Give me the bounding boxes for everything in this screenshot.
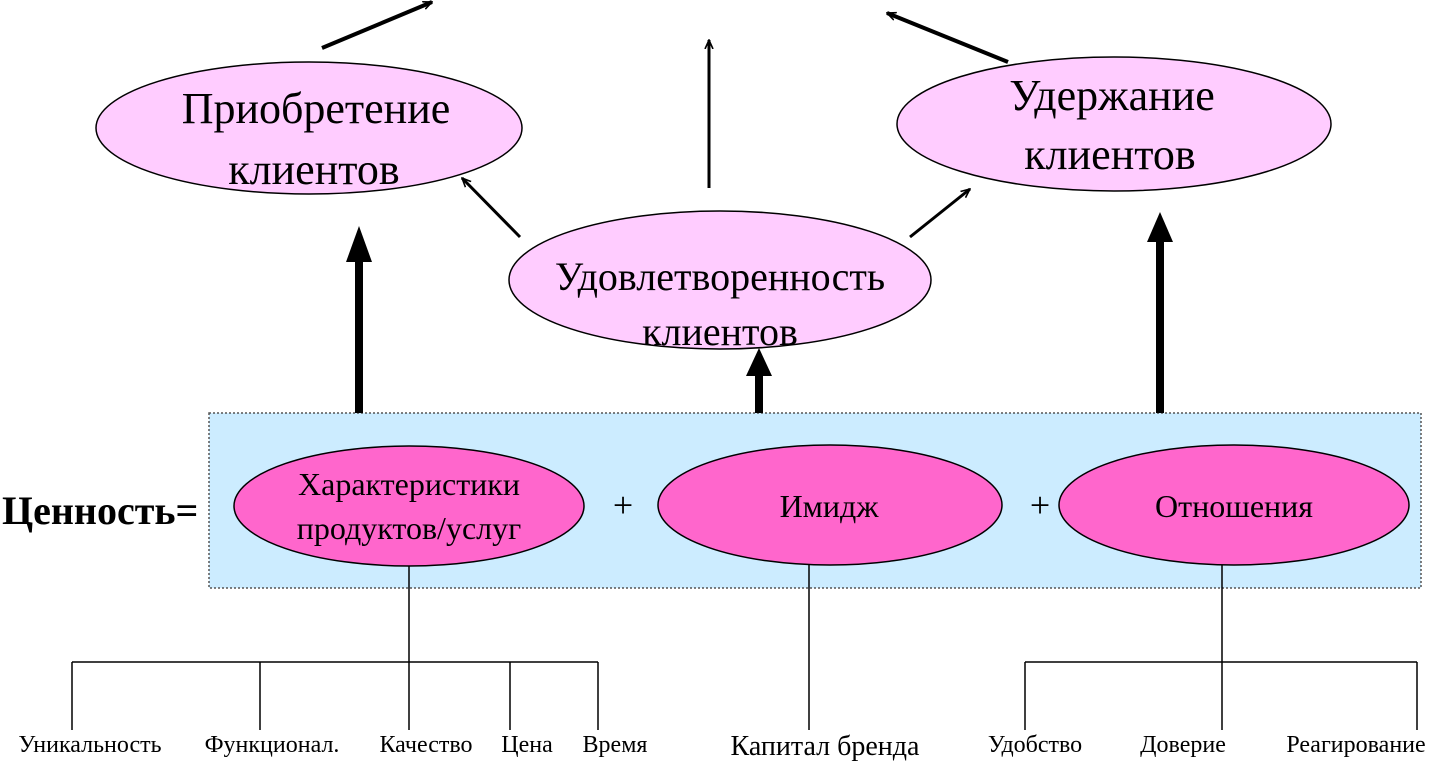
characteristics-ellipse <box>233 445 585 567</box>
item-convenience: Удобство <box>988 732 1082 758</box>
item-uniqueness: Уникальность <box>18 732 161 758</box>
satisfaction-ellipse <box>508 210 932 350</box>
item-quality: Качество <box>379 732 472 758</box>
thick-arrow-right <box>1147 212 1173 413</box>
image-label: Имидж <box>780 488 880 524</box>
satisfaction-line2: клиентов <box>642 309 798 354</box>
arrow-satisfaction-to-acquisition <box>462 178 522 239</box>
arrow-acquisition-up <box>321 0 432 50</box>
relations-tree <box>1024 565 1418 730</box>
value-label: Ценность= <box>2 488 198 533</box>
relations-label: Отношения <box>1155 488 1313 524</box>
characteristics-line2: продуктов/услуг <box>297 510 521 546</box>
arrow-retention-up <box>887 11 1009 64</box>
acquisition-ellipse <box>95 61 523 195</box>
characteristics-tree <box>71 566 599 730</box>
arrow-satisfaction-to-retention <box>909 189 970 239</box>
plus-sign-2: + <box>1030 485 1050 525</box>
retention-line1: Удержание <box>1009 71 1214 120</box>
thick-arrow-center <box>746 348 772 413</box>
item-brand-capital: Капитал бренда <box>731 731 920 762</box>
acquisition-line1: Приобретение <box>182 84 451 133</box>
item-trust: Доверие <box>1140 732 1226 758</box>
retention-ellipse <box>896 56 1332 192</box>
item-response: Реагирование <box>1286 732 1425 758</box>
item-time: Время <box>583 732 648 758</box>
plus-sign-1: + <box>613 485 633 525</box>
acquisition-line2: клиентов <box>228 145 399 194</box>
characteristics-line1: Характеристики <box>298 466 520 502</box>
retention-line2: клиентов <box>1024 130 1195 179</box>
satisfaction-line1: Удовлетворенность <box>555 254 885 299</box>
item-price: Цена <box>501 732 553 758</box>
image-ellipse <box>657 444 1003 566</box>
thick-arrow-left <box>346 226 372 413</box>
relations-ellipse <box>1058 444 1410 566</box>
item-functionality: Функционал. <box>205 732 340 758</box>
